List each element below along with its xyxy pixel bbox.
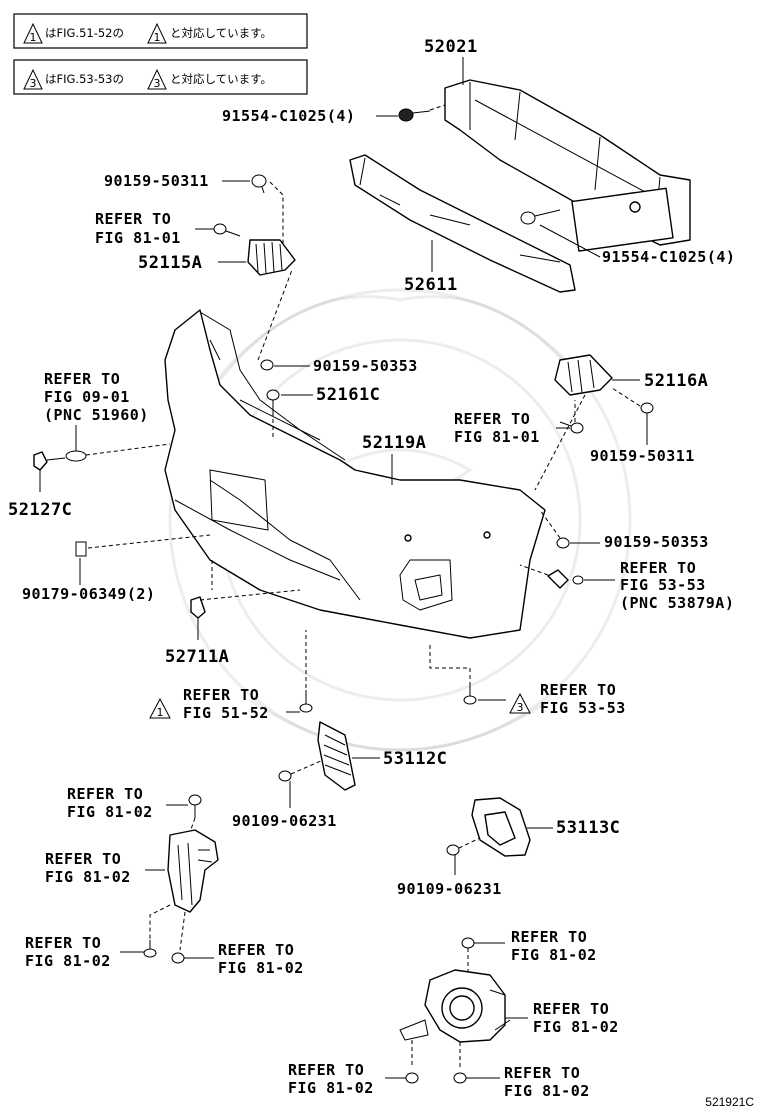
refer-81-02-f-line1: REFER TO [533, 1000, 609, 1018]
refer-81-02-e-line1: REFER TO [511, 928, 587, 946]
clip-icon [266, 389, 280, 412]
harness-clip-icon [547, 569, 584, 589]
svg-text:1: 1 [154, 31, 161, 44]
svg-text:1: 1 [157, 706, 164, 719]
refer-81-01-upper-line2: FIG 81-01 [95, 229, 181, 247]
refer-81-02-a-line2: FIG 81-02 [67, 803, 153, 821]
triangle-mark-3: 3 [509, 692, 531, 714]
label-90159-50353-lower: 90159-50353 [604, 533, 709, 551]
label-90109-06231-left: 90109-06231 [232, 812, 337, 830]
bolt-icon [188, 794, 202, 818]
refer-53-53-lower-line1: REFER TO [540, 681, 616, 699]
refer-81-02-b-line1: REFER TO [45, 850, 121, 868]
refer-53-53-upper-line1: REFER TO [620, 559, 696, 577]
label-53113C: 53113C [556, 818, 620, 838]
refer-81-02-g-line1: REFER TO [288, 1061, 364, 1079]
grille-53112C [317, 721, 356, 791]
label-52611: 52611 [404, 275, 458, 295]
refer-53-53-upper-line2: FIG 53-53 [620, 576, 706, 594]
label-52021: 52021 [424, 37, 478, 57]
grille-53113C [471, 797, 531, 857]
label-52161C: 52161C [316, 385, 380, 405]
refer-81-02-a-line1: REFER TO [67, 785, 143, 803]
refer-53-53-upper-line3: (PNC 53879A) [620, 594, 734, 612]
refer-81-02-h-line2: FIG 81-02 [504, 1082, 590, 1100]
refer-09-01-line2: FIG 09-01 [44, 388, 130, 406]
label-90179-06349: 90179-06349(2) [22, 585, 155, 603]
label-53112C: 53112C [383, 749, 447, 769]
svg-text:と対応しています。: と対応しています。 [170, 26, 272, 40]
refer-53-53-lower-line2: FIG 53-53 [540, 699, 626, 717]
tow-hook-cover-52127C [33, 443, 171, 471]
refer-81-01-right-line1: REFER TO [454, 410, 530, 428]
label-52711A: 52711A [165, 647, 229, 667]
refer-81-01-right-line2: FIG 81-01 [454, 428, 540, 446]
label-91554-lower: 91554-C1025(4) [602, 248, 735, 266]
refer-51-52-line2: FIG 51-52 [183, 704, 269, 722]
svg-text:1: 1 [30, 31, 37, 44]
fog-lamp [399, 969, 511, 1043]
note-box-3: 3 はFIG.53-53の 3 と対応しています。 [13, 59, 308, 95]
label-52127C: 52127C [8, 500, 72, 520]
label-90159-50311-right: 90159-50311 [590, 447, 695, 465]
svg-text:3: 3 [154, 77, 161, 90]
screw-icon [446, 844, 460, 856]
bolt-icon [143, 940, 157, 958]
bolt-icon [405, 1072, 419, 1084]
refer-81-02-d-line2: FIG 81-02 [218, 959, 304, 977]
mount-bracket [167, 829, 219, 913]
label-90159-50311-upper: 90159-50311 [104, 172, 209, 190]
label-52119A: 52119A [362, 433, 426, 453]
clip-icon [556, 537, 570, 549]
refer-81-02-b-line2: FIG 81-02 [45, 868, 131, 886]
bolt-icon [461, 937, 475, 949]
bumper-cover-52119A [164, 309, 546, 639]
triangle-mark-1: 1 [149, 697, 171, 719]
clip-icon [260, 359, 274, 371]
refer-81-02-c-line2: FIG 81-02 [25, 952, 111, 970]
refer-81-01-upper-line1: REFER TO [95, 210, 171, 228]
nut-icon [75, 541, 87, 557]
svg-text:と対応しています。: と対応しています。 [170, 72, 272, 86]
refer-81-02-c-line1: REFER TO [25, 934, 101, 952]
refer-51-52-line1: REFER TO [183, 686, 259, 704]
refer-81-02-e-line2: FIG 81-02 [511, 946, 597, 964]
label-90109-06231-right: 90109-06231 [397, 880, 502, 898]
bracket-52116A [554, 354, 613, 396]
bolt-icon [520, 209, 561, 225]
svg-text:はFIG.53-53の: はFIG.53-53の [45, 72, 124, 86]
bolt-icon [299, 690, 313, 713]
bracket-52711A [190, 596, 206, 619]
bolt-icon [171, 952, 185, 964]
bolt-icon [463, 685, 477, 705]
absorber-52611 [349, 154, 576, 293]
bolt-icon [453, 1072, 467, 1084]
screw-icon [559, 421, 584, 434]
refer-81-02-f-line2: FIG 81-02 [533, 1018, 619, 1036]
bracket-52115A [247, 239, 296, 276]
label-90159-50353-upper: 90159-50353 [313, 357, 418, 375]
svg-text:3: 3 [517, 701, 524, 714]
bolt-icon [398, 108, 431, 122]
refer-81-02-d-line1: REFER TO [218, 941, 294, 959]
svg-text:3: 3 [30, 77, 37, 90]
label-52115A: 52115A [138, 253, 202, 273]
refer-09-01-line3: (PNC 51960) [44, 406, 149, 424]
refer-81-02-h-line1: REFER TO [504, 1064, 580, 1082]
clip-icon [640, 402, 654, 414]
screw-icon [213, 223, 241, 237]
screw-icon [278, 770, 292, 782]
svg-text:はFIG.51-52の: はFIG.51-52の [45, 26, 124, 40]
label-91554-upper: 91554-C1025(4) [222, 107, 355, 125]
reinforcement-52021 [444, 79, 691, 252]
figure-code: 521921C [705, 1095, 754, 1109]
label-52116A: 52116A [644, 371, 708, 391]
clip-icon [251, 174, 267, 194]
note-box-1: 1 はFIG.51-52の 1 と対応しています。 [13, 13, 308, 49]
refer-81-02-g-line2: FIG 81-02 [288, 1079, 374, 1097]
refer-09-01-line1: REFER TO [44, 370, 120, 388]
